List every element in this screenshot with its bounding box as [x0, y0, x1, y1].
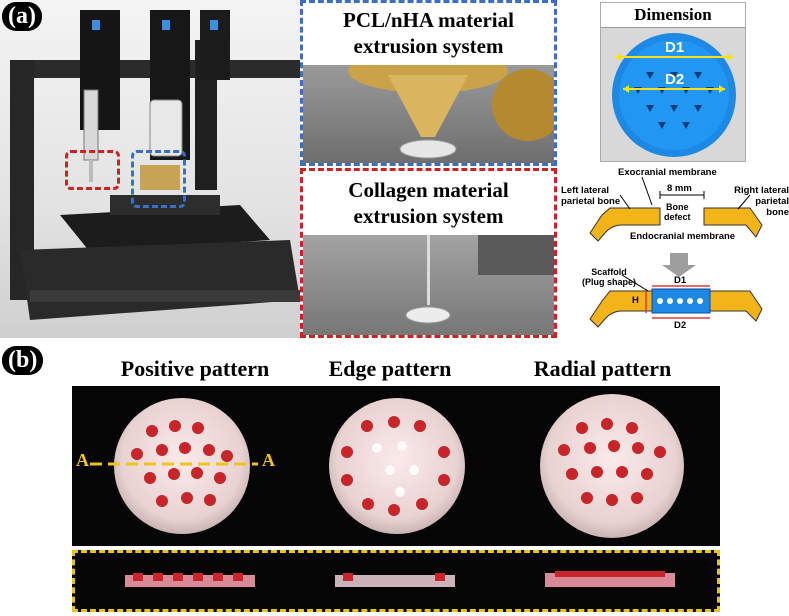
collagen-title-line1: Collagen material — [348, 178, 509, 202]
section-label-left: A — [76, 450, 89, 470]
printer-drawing — [10, 10, 300, 320]
mm-label: 8 mm — [667, 183, 692, 194]
h-label: H — [632, 295, 639, 306]
d2-small-label: D2 — [674, 320, 687, 331]
pcl-photo — [303, 49, 554, 163]
right-lateral-line1: Right lateral — [734, 185, 789, 196]
panel-b-label: (b) — [2, 346, 44, 375]
dimension-d2-label: D2 — [665, 71, 685, 88]
printer-image — [0, 0, 300, 338]
pcl-extrusion-panel: PCL/nHA material extrusion system — [300, 0, 557, 166]
pcl-title-line2: extrusion system — [353, 34, 504, 58]
scaffold-photo-drawing — [90, 394, 684, 538]
collagen-photo — [303, 235, 554, 335]
right-lateral-line2: parietal bone — [755, 196, 789, 218]
bone-defect-schematic: Exocranial membrane Left lateral parieta… — [560, 163, 789, 340]
radial-pattern-title: Radial pattern — [533, 356, 672, 381]
bone-defect-line2: defect — [664, 212, 691, 222]
cross-section-strip — [72, 550, 720, 612]
positive-pattern-title: Positive pattern — [120, 356, 270, 381]
exocranial-label: Exocranial membrane — [618, 167, 717, 178]
scaffold-line1: Scaffold — [591, 267, 627, 277]
bone-defect-line1: Bone — [666, 202, 689, 212]
blue-highlight-box — [131, 150, 186, 208]
d1-small-label: D1 — [674, 275, 687, 286]
dimension-d1-label: D1 — [665, 39, 685, 56]
skull-drawing — [589, 176, 763, 328]
scaffold-line2: (Plug shape) — [582, 277, 637, 287]
collagen-extrusion-panel: Collagen material extrusion system — [300, 168, 557, 338]
cross-section-drawing — [125, 571, 675, 587]
dimension-title: Dimension — [601, 3, 745, 28]
left-lateral-line2: parietal bone — [561, 196, 621, 207]
scaffold-photos: A A — [72, 386, 720, 546]
left-lateral-line1: Left lateral — [561, 185, 610, 196]
red-highlight-box — [65, 150, 120, 190]
section-label-right: A — [262, 450, 275, 470]
pcl-title-line1: PCL/nHA material — [343, 8, 514, 32]
collagen-title-line2: extrusion system — [353, 204, 504, 228]
panel-a-label: (a) — [2, 2, 42, 31]
scaffold-top-view — [612, 33, 736, 157]
endocranial-label: Endocranial membrane — [630, 231, 736, 242]
edge-pattern-title: Edge pattern — [328, 356, 452, 381]
dimension-panel: Dimension D1 D2 — [600, 2, 746, 162]
